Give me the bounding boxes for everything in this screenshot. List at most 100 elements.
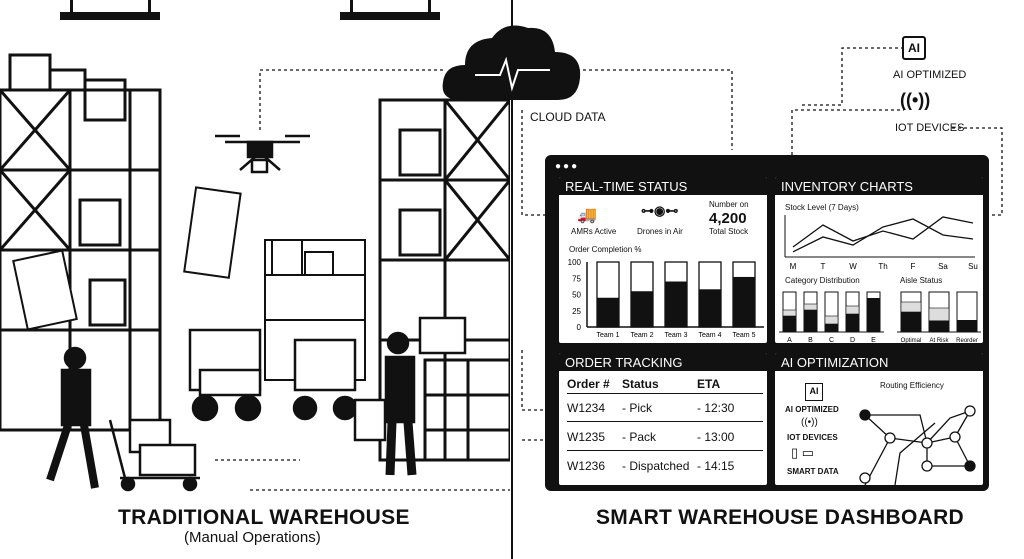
x-tick-label: Team 1	[597, 332, 620, 339]
order-row[interactable]: W1235- Pack- 13:00	[567, 430, 763, 446]
routing-title: Routing Efficiency	[880, 381, 944, 390]
stock-caption: Number on	[709, 200, 749, 209]
order-eta: - 12:30	[697, 401, 735, 415]
stock-level-title: Stock Level (7 Days)	[785, 203, 859, 212]
x-tick-label: Team 4	[699, 332, 722, 339]
panel-title: ORDER TRACKING	[559, 353, 767, 371]
bar-segment-light	[845, 305, 860, 315]
stock-value: 4,200	[709, 210, 747, 227]
bar-segment-dark	[783, 316, 796, 332]
ceiling-light	[60, 12, 160, 20]
x-tick-label: Team 5	[733, 332, 756, 339]
y-tick-label: 0	[577, 323, 582, 332]
iot-icon: ((•))	[801, 417, 818, 428]
header-divider	[567, 393, 763, 394]
drone-icon: ⊶◉⊷	[641, 203, 679, 218]
x-tick-label: B	[808, 337, 813, 344]
bar	[597, 297, 619, 327]
x-tick-label: Team 2	[631, 332, 654, 339]
x-tick-label: Reorder	[956, 338, 978, 344]
y-tick-label: 50	[572, 291, 581, 300]
x-tick-label: A	[787, 337, 792, 344]
row-divider	[567, 450, 763, 451]
order-row[interactable]: W1236- Dispatched- 14:15	[567, 459, 763, 475]
cloud-data-label: CLOUD DATA	[530, 110, 606, 124]
worker-boxes	[384, 316, 467, 476]
drone	[215, 134, 310, 174]
order-eta: - 13:00	[697, 430, 735, 444]
top-iot-devices-label: IOT DEVICES	[895, 122, 965, 134]
bar-segment-dark	[929, 320, 949, 332]
y-tick-label: 75	[572, 274, 581, 283]
row-divider	[567, 421, 763, 422]
aisle-title: Aisle Status	[900, 276, 943, 285]
forklift	[188, 328, 387, 442]
bar-segment-dark	[804, 310, 817, 332]
ai-chip-icon: AI	[902, 36, 926, 60]
table-header-cell: ETA	[697, 377, 721, 391]
x-tick-label: Su	[968, 262, 978, 271]
y-tick-label: 100	[568, 258, 582, 267]
top-ai-optimized-label: AI OPTIMIZED	[893, 69, 967, 81]
left-title: TRADITIONAL WAREHOUSE	[118, 506, 410, 529]
bar-segment-dark	[901, 312, 921, 332]
realtime-status-panel: REAL-TIME STATUS 🚚 AMRs Active ⊶◉⊷ Drone…	[557, 175, 769, 345]
bar	[733, 276, 755, 327]
drones-label: Drones in Air	[637, 227, 683, 236]
ai-optimization-panel: AI OPTIMIZATION AI AI OPTIMIZED ((•)) IO…	[773, 351, 985, 487]
worker-cart	[46, 346, 200, 492]
category-title: Category Distribution	[785, 276, 860, 285]
order-status: - Pack	[622, 430, 657, 444]
x-tick-label: T	[821, 262, 826, 271]
completion-chart-title: Order Completion %	[569, 245, 642, 254]
order-row[interactable]: W1234- Pick- 12:30	[567, 401, 763, 417]
order-eta: - 14:15	[697, 459, 735, 473]
dashboard-window: ●●● REAL-TIME STATUS 🚚 AMRs Active ⊶◉⊷ D…	[545, 155, 989, 491]
bar-segment-dark	[846, 314, 859, 332]
center-divider	[511, 0, 513, 559]
y-tick-label: 25	[572, 307, 581, 316]
ai-item: SMART DATA	[787, 467, 839, 476]
bar-segment-dark	[867, 298, 880, 332]
bar	[665, 281, 687, 327]
routing-network-diagram	[859, 405, 976, 485]
ai-chip-icon: AI	[805, 383, 823, 401]
right-shelving	[378, 98, 510, 462]
bar	[631, 291, 653, 327]
order-id: W1236	[567, 459, 606, 473]
x-tick-label: At Risk	[929, 338, 949, 344]
amr-icon: 🚚	[577, 207, 597, 224]
traditional-warehouse-illustration	[0, 0, 510, 492]
bar-segment-light	[782, 309, 797, 317]
cloud-data-icon	[442, 25, 581, 101]
order-id: W1234	[567, 401, 606, 415]
left-subtitle: (Manual Operations)	[184, 529, 321, 546]
bar	[699, 289, 721, 327]
x-tick-label: Sa	[938, 262, 948, 271]
ai-item: IOT DEVICES	[787, 433, 838, 442]
x-tick-label: F	[911, 262, 916, 271]
bar-segment-light	[900, 301, 922, 313]
x-tick-label: E	[871, 337, 876, 344]
paper-documents	[12, 186, 242, 331]
series-line-A	[792, 216, 974, 248]
panel-title: REAL-TIME STATUS	[559, 177, 767, 195]
x-tick-label: Team 3	[665, 332, 688, 339]
ai-item: AI OPTIMIZED	[785, 405, 839, 414]
x-tick-label: Optimal	[901, 338, 922, 344]
aisle-status-chart: Optimal At Risk Reorder	[897, 291, 981, 344]
series-line-B	[792, 218, 974, 253]
bar-segment-light	[824, 315, 839, 325]
bar-segment-light	[803, 303, 818, 311]
iot-antenna-icon: ((•))	[900, 90, 931, 110]
right-title: SMART WAREHOUSE DASHBOARD	[596, 506, 965, 529]
x-tick-label: W	[849, 262, 857, 271]
ceiling-light	[340, 12, 440, 20]
window-dots: ●●●	[555, 161, 580, 172]
